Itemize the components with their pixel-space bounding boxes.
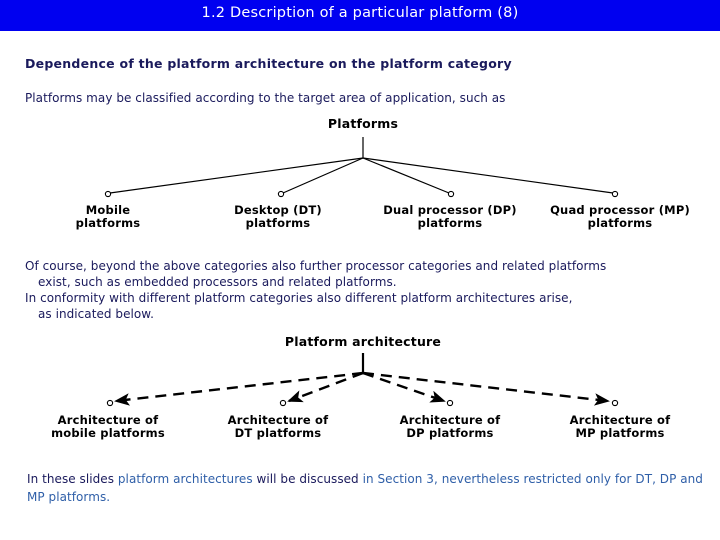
bottom-paragraph-run4: in Section 3, nevertheless restricted on… — [27, 472, 703, 504]
platforms-branch-desktop — [282, 157, 364, 194]
platforms-taxonomy-diagram: Platforms Mobile platforms Desktop (DT) … — [0, 112, 720, 247]
architecture-root-label: Platform architecture — [284, 334, 442, 349]
architecture-leaf-mobile-line1: Architecture of — [57, 413, 159, 427]
bottom-paragraph-run3: will be discussed — [252, 472, 363, 486]
architecture-leaf-dp: Architecture of DP platforms — [370, 414, 530, 440]
architecture-endpoint-mp — [611, 399, 619, 407]
middle-paragraph-line1: Of course, beyond the above categories a… — [25, 259, 607, 273]
platforms-leaf-quad-line2: platforms — [587, 216, 653, 230]
middle-paragraph-line3: In conformity with different platform ca… — [25, 291, 573, 305]
architecture-leaf-mobile: Architecture of mobile platforms — [28, 414, 188, 440]
slide-title: 1.2 Description of a particular platform… — [201, 5, 519, 21]
architecture-endpoint-mobile — [106, 399, 114, 407]
bottom-paragraph: In these slides platform architectures w… — [27, 470, 707, 506]
architecture-leaf-dt-line1: Architecture of — [227, 413, 329, 427]
platforms-leaf-quad-line1: Quad processor (MP) — [550, 203, 690, 217]
platforms-leaf-mobile-line1: Mobile — [85, 203, 131, 217]
architecture-tree-lines — [106, 353, 619, 407]
architecture-leaf-dt-line2: DT platforms — [234, 426, 322, 440]
platforms-leaf-dual-line2: platforms — [417, 216, 483, 230]
architecture-leaf-mp: Architecture of MP platforms — [540, 414, 700, 440]
architecture-branch-mobile — [114, 371, 364, 406]
middle-paragraph-line2: exist, such as embedded processors and r… — [38, 275, 397, 289]
platforms-branch-dual — [362, 157, 450, 194]
platforms-root-label: Platforms — [327, 116, 399, 131]
platforms-endpoint-desktop — [277, 190, 285, 198]
slide-title-bar: 1.2 Description of a particular platform… — [0, 0, 720, 31]
architecture-leaf-mp-line2: MP platforms — [575, 426, 665, 440]
platforms-endpoint-dual — [447, 190, 455, 198]
middle-paragraph-line4: as indicated below. — [38, 307, 154, 321]
architecture-leaf-mp-line1: Architecture of — [569, 413, 671, 427]
architecture-endpoint-dp — [446, 399, 454, 407]
architecture-branch-dt — [287, 371, 364, 403]
middle-paragraph: Of course, beyond the above categories a… — [25, 258, 715, 322]
architecture-branch-dp — [362, 371, 446, 403]
bottom-paragraph-run2: platform architectures — [117, 472, 253, 486]
platforms-leaf-desktop-line1: Desktop (DT) — [234, 203, 322, 217]
platforms-leaf-mobile: Mobile platforms — [38, 204, 178, 230]
platforms-tree-lines — [104, 137, 619, 198]
architecture-leaf-dp-line1: Architecture of — [399, 413, 501, 427]
platforms-endpoint-quad — [611, 190, 619, 198]
platform-architecture-diagram: Platform architecture Architecture of mo… — [0, 330, 720, 460]
intro-paragraph: Platforms may be classified according to… — [25, 91, 506, 105]
platforms-leaf-desktop: Desktop (DT) platforms — [198, 204, 358, 230]
platforms-leaf-mobile-line2: platforms — [75, 216, 141, 230]
platforms-branch-mobile — [109, 157, 364, 194]
architecture-endpoint-dt — [279, 399, 287, 407]
architecture-leaf-dp-line2: DP platforms — [406, 426, 494, 440]
section-subheading: Dependence of the platform architecture … — [25, 56, 512, 71]
platforms-leaf-quad: Quad processor (MP) platforms — [530, 204, 710, 230]
bottom-paragraph-run1: In these slides — [27, 472, 118, 486]
platforms-leaf-dual-line1: Dual processor (DP) — [383, 203, 517, 217]
platforms-leaf-dual: Dual processor (DP) platforms — [360, 204, 540, 230]
platforms-branch-quad — [362, 157, 614, 194]
architecture-leaf-dt: Architecture of DT platforms — [198, 414, 358, 440]
platforms-endpoint-mobile — [104, 190, 112, 198]
platforms-leaf-desktop-line2: platforms — [245, 216, 311, 230]
architecture-leaf-mobile-line2: mobile platforms — [51, 426, 165, 440]
architecture-branch-mp — [362, 371, 610, 406]
